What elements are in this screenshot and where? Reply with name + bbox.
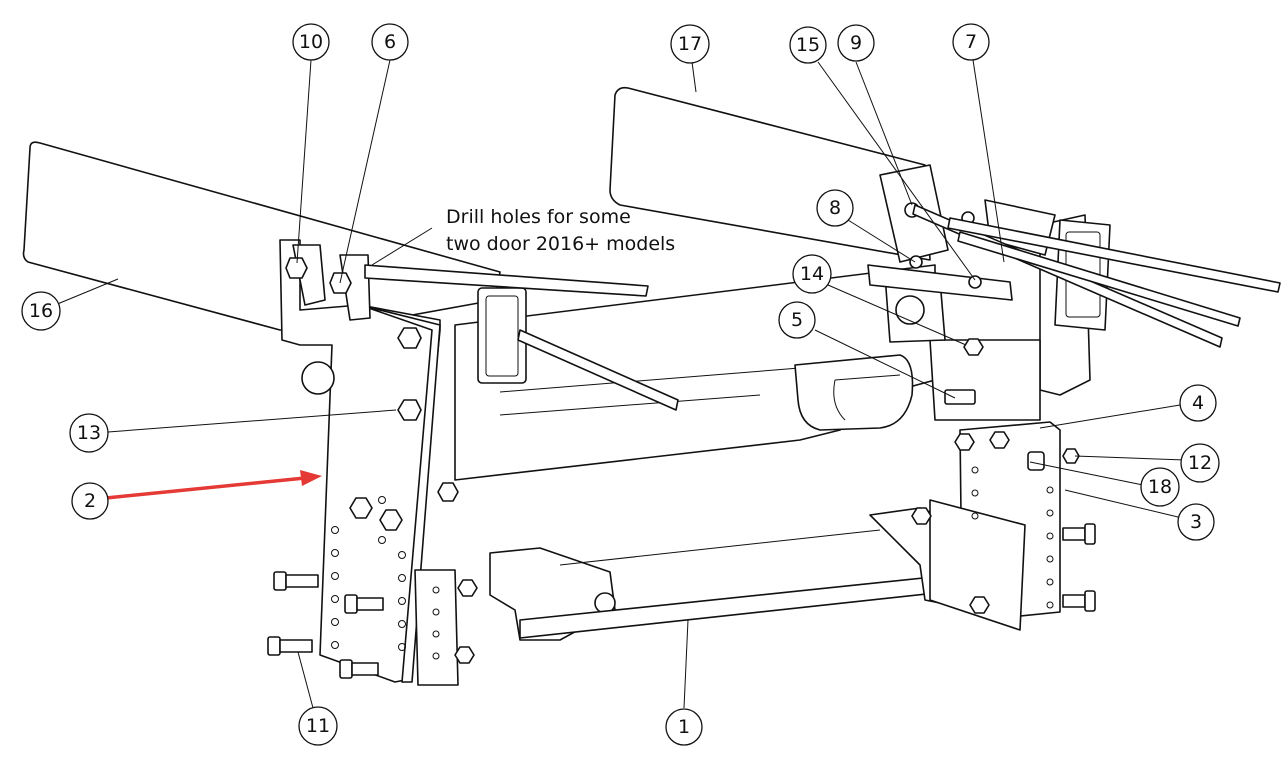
callout-11: 11: [298, 706, 338, 746]
callout-3: 3: [1177, 503, 1215, 541]
left-frame-rail: [22, 141, 501, 331]
center-cross-tube: [454, 264, 936, 481]
svg-text:15: 15: [796, 34, 820, 56]
svg-text:16: 16: [29, 300, 53, 322]
callout-18: 18: [1140, 467, 1180, 507]
callout-2: 2: [71, 482, 109, 520]
callout-17: 17: [670, 24, 710, 64]
callout-16: 16: [21, 291, 61, 331]
callout-15: 15: [789, 26, 827, 64]
leader-lines: [54, 59, 1186, 709]
svg-text:2: 2: [84, 490, 96, 512]
callout-14: 14: [792, 254, 832, 294]
svg-text:8: 8: [829, 197, 841, 219]
svg-text:12: 12: [1188, 452, 1212, 474]
callout-7: 7: [952, 23, 990, 61]
svg-text:5: 5: [791, 309, 803, 331]
svg-text:6: 6: [384, 31, 396, 53]
svg-text:7: 7: [965, 31, 977, 53]
svg-text:18: 18: [1148, 476, 1172, 498]
note-leader: [371, 227, 433, 266]
note-line-2: two door 2016+ models: [446, 233, 675, 255]
left-lower-flange: [414, 569, 478, 686]
svg-text:10: 10: [299, 31, 323, 53]
svg-text:11: 11: [306, 715, 330, 737]
note-line-1: Drill holes for some: [446, 206, 631, 228]
callout-4: 4: [1179, 384, 1217, 422]
callout-12: 12: [1180, 443, 1220, 483]
right-bracket-plate: [867, 164, 1111, 631]
svg-text:4: 4: [1192, 392, 1204, 414]
guide-rods: [364, 204, 1281, 411]
svg-text:14: 14: [800, 263, 824, 285]
lower-cross-bar: [489, 507, 1006, 641]
callout-13: 13: [69, 413, 109, 453]
svg-text:1: 1: [678, 716, 690, 738]
svg-text:9: 9: [850, 32, 862, 54]
callout-6: 6: [371, 23, 409, 61]
callout-8: 8: [816, 189, 854, 227]
left-bracket-plate: [279, 239, 441, 683]
highlight-arrow: [104, 470, 322, 500]
callout-1: 1: [665, 708, 703, 746]
callout-5: 5: [778, 301, 816, 339]
callout-10: 10: [292, 23, 330, 61]
left-bolts: [267, 571, 384, 679]
svg-text:3: 3: [1190, 511, 1202, 533]
callout-9: 9: [837, 24, 875, 62]
svg-text:17: 17: [678, 33, 702, 55]
svg-text:13: 13: [77, 422, 101, 444]
